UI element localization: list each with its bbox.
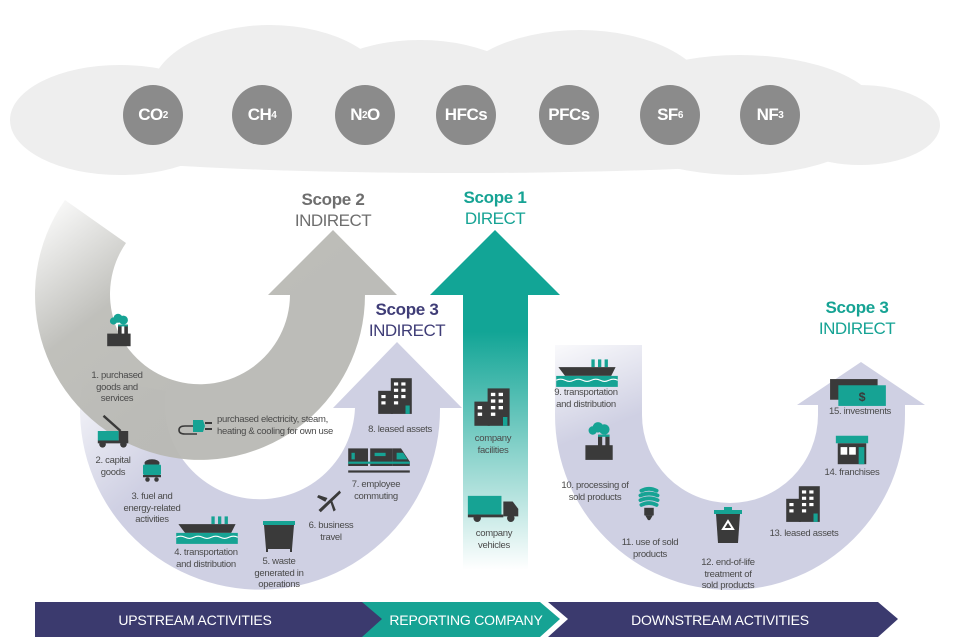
gas-hfcs: HFCs	[436, 85, 496, 145]
category-4-label: 4. transportation and distribution	[174, 547, 238, 570]
scope3-upstream-heading: Scope 3 INDIRECT	[368, 299, 446, 341]
gas-pfcs: PFCs	[539, 85, 599, 145]
category-15-label: 15. investments	[828, 406, 892, 417]
reporting-bar	[362, 602, 560, 637]
company-vehicles-label: company vehicles	[475, 528, 513, 551]
scope2-heading: Scope 2 INDIRECT	[294, 189, 372, 231]
scope3-downstream-heading: Scope 3 INDIRECT	[818, 297, 896, 339]
category-11-label: 11. use of sold products	[621, 537, 679, 560]
scope3-downstream-title: Scope 3	[825, 298, 889, 317]
category-7-label: 7. employee commuting	[351, 479, 401, 502]
category-9-label: 9. transportation and distribution	[554, 387, 618, 410]
upstream-activities-label: UPSTREAM ACTIVITIES	[118, 612, 272, 628]
downstream-bar	[548, 602, 898, 637]
category-2-label: 2. capital goods	[95, 455, 131, 478]
scope3-downstream-arrow	[555, 345, 925, 590]
scope2-electricity-label: purchased electricity, steam, heating & …	[217, 414, 333, 437]
scope3-downstream-subtitle: INDIRECT	[818, 319, 896, 338]
scope1-subtitle: DIRECT	[464, 209, 526, 228]
upstream-bar	[35, 602, 392, 637]
scope3-upstream-title: Scope 3	[375, 300, 439, 319]
category-10-label: 10. processing of sold products	[561, 480, 629, 503]
category-6-label: 6. business travel	[308, 520, 354, 543]
category-1-label: 1. purchased goods and services	[91, 370, 143, 404]
category-5-label: 5. waste generated in operations	[254, 556, 304, 590]
dumpster-icon	[263, 521, 295, 552]
scope1-heading: Scope 1 DIRECT	[463, 187, 526, 229]
money-icon	[830, 379, 886, 406]
scope2-arrow	[35, 200, 398, 460]
category-12-label: 12. end-of-life treatment of sold produc…	[701, 557, 755, 591]
scope2-subtitle: INDIRECT	[294, 211, 372, 230]
recycle-bin-icon	[713, 506, 743, 544]
category-3-label: 3. fuel and energy-related activities	[123, 491, 181, 525]
bottom-bar	[35, 602, 898, 637]
scope3-upstream-arrow	[80, 342, 462, 590]
scope3-upstream-subtitle: INDIRECT	[368, 321, 446, 340]
reporting-company-label: REPORTING COMPANY	[389, 612, 543, 628]
company-facilities-label: company facilities	[474, 433, 512, 456]
category-13-label: 13. leased assets	[769, 528, 839, 539]
category-14-label: 14. franchises	[824, 467, 880, 478]
category-8-label: 8. leased assets	[368, 424, 432, 435]
downstream-activities-label: DOWNSTREAM ACTIVITIES	[631, 612, 809, 628]
storefront-icon	[835, 435, 869, 465]
scope1-title: Scope 1	[463, 188, 527, 207]
scope2-title: Scope 2	[301, 190, 365, 209]
